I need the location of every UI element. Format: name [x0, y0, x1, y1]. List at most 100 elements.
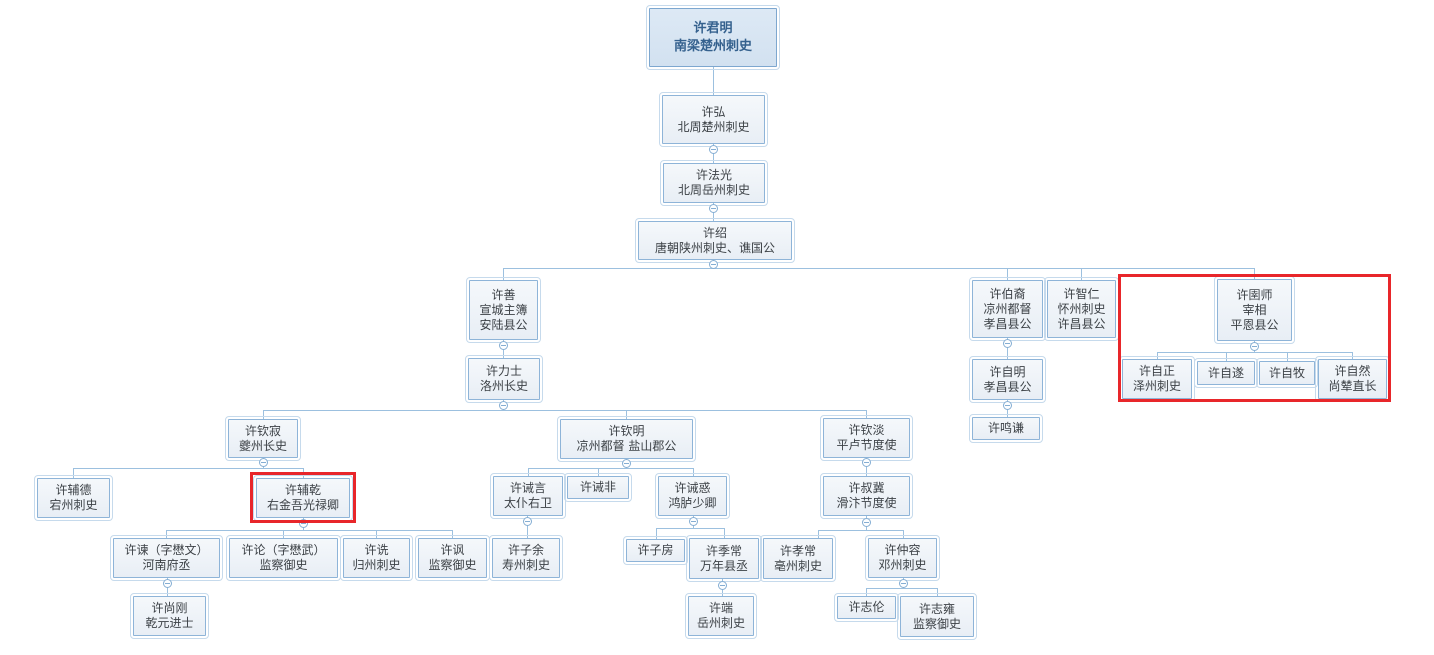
- connector-line: [1157, 352, 1352, 353]
- person-name: 许志雍: [918, 601, 955, 616]
- connector-line: [166, 530, 167, 538]
- person-title: 平恩县公: [1230, 317, 1279, 332]
- person-title: 归州刺史: [352, 558, 401, 572]
- person-name: 许尚刚: [151, 601, 188, 615]
- node-xu-qinming: 许钦明凉州都督 盐山郡公: [557, 416, 696, 462]
- node-xu-lun: 许论（字懋武）监察御史: [226, 535, 341, 581]
- node-xu-fuqian: 许辅乾右金吾光禄卿: [253, 475, 353, 521]
- node-xu-shuji: 许叔冀滑汴节度使: [820, 473, 913, 519]
- node-xu-zifang: 许子房: [623, 536, 688, 565]
- person-name: 许绍: [702, 225, 727, 240]
- connector-line: [818, 530, 819, 538]
- collapse-toggle-icon[interactable]: [1003, 401, 1012, 410]
- node-xu-shao: 许绍唐朝陕州刺史、谯国公: [635, 218, 795, 263]
- connector-line: [866, 588, 867, 596]
- person-name: 许端: [708, 601, 733, 615]
- node-xu-duan: 许端岳州刺史: [685, 593, 757, 639]
- person-title: 宣城主簿: [479, 302, 528, 317]
- connector-line: [937, 588, 938, 596]
- collapse-toggle-icon[interactable]: [709, 260, 718, 269]
- node-xu-mingqian: 许鸣谦: [969, 414, 1043, 443]
- collapse-toggle-icon[interactable]: [862, 458, 871, 467]
- node-xu-jieyan: 许诫言太仆右卫: [490, 473, 566, 519]
- person-title: 万年县丞: [699, 558, 748, 573]
- node-xu-ziran: 许自然尚辇直长: [1315, 356, 1390, 402]
- collapse-toggle-icon[interactable]: [689, 517, 698, 526]
- node-xu-jian: 许谏（字懋文）河南府丞: [110, 535, 223, 581]
- person-title: 怀州刺史: [1057, 301, 1106, 316]
- connector-line: [503, 268, 504, 280]
- collapse-toggle-icon[interactable]: [259, 458, 268, 467]
- node-xu-jiefei: 许诫非: [564, 473, 632, 502]
- person-name: 许论（字懋武）: [241, 543, 326, 557]
- person-name: 许自明: [989, 364, 1026, 379]
- connector-line: [527, 516, 528, 538]
- person-title: 邓州刺史: [878, 558, 927, 572]
- connector-line: [1254, 268, 1255, 279]
- person-title: 监察御史: [259, 558, 308, 572]
- connector-line: [528, 468, 693, 469]
- person-title: 河南府丞: [142, 558, 191, 572]
- person-title: 泽州刺史: [1132, 379, 1181, 393]
- node-xu-qinji: 许钦寂夔州长史: [225, 416, 301, 461]
- node-xu-zhongrong: 许仲容邓州刺史: [865, 535, 940, 581]
- person-name: 许自然: [1334, 364, 1371, 378]
- person-title: 尚辇直长: [1328, 379, 1377, 393]
- person-name: 许鸣谦: [987, 421, 1024, 435]
- connector-line: [598, 468, 599, 476]
- node-xu-fude: 许辅德宕州刺史: [34, 475, 113, 521]
- person-title: 北周岳州刺史: [677, 183, 750, 197]
- collapse-toggle-icon[interactable]: [1003, 339, 1012, 348]
- collapse-toggle-icon[interactable]: [862, 518, 871, 527]
- collapse-toggle-icon[interactable]: [709, 204, 718, 213]
- connector-line: [713, 67, 714, 95]
- person-name: 许辅乾: [284, 483, 321, 497]
- collapse-toggle-icon[interactable]: [899, 579, 908, 588]
- connector-line: [263, 410, 866, 411]
- person-name: 许子余: [507, 543, 544, 557]
- node-xu-lishi: 许力士洛州长史: [465, 355, 543, 403]
- person-name: 许钦淡: [848, 423, 885, 437]
- node-xu-shan: 许善宣城主簿安陆县公: [466, 277, 541, 343]
- node-xu-jichang: 许季常万年县丞: [686, 535, 762, 582]
- collapse-toggle-icon[interactable]: [299, 519, 308, 528]
- person-name: 许君明: [693, 20, 733, 36]
- node-xu-zhiren: 许智仁怀州刺史许昌县公: [1044, 277, 1119, 341]
- person-title: 滑汴节度使: [836, 496, 897, 510]
- person-name: 许子房: [637, 543, 674, 557]
- connector-line: [1287, 352, 1288, 361]
- connector-line: [1352, 352, 1353, 359]
- person-title: 孝昌县公: [983, 316, 1032, 331]
- collapse-toggle-icon[interactable]: [718, 581, 727, 590]
- collapse-toggle-icon[interactable]: [499, 341, 508, 350]
- person-title: 亳州刺史: [773, 558, 822, 573]
- node-xu-zhilun: 许志伦: [834, 593, 899, 622]
- collapse-toggle-icon[interactable]: [709, 145, 718, 154]
- connector-line: [1007, 338, 1008, 359]
- collapse-toggle-icon[interactable]: [1250, 342, 1259, 351]
- person-title: 洛州长史: [479, 379, 528, 393]
- person-title: 南梁楚州刺史: [673, 38, 752, 54]
- node-xu-qindan: 许钦淡平卢节度使: [820, 415, 913, 461]
- connector-line: [903, 530, 904, 538]
- collapse-toggle-icon[interactable]: [622, 459, 631, 468]
- node-xu-faguang: 许法光北周岳州刺史: [660, 160, 768, 206]
- collapse-toggle-icon[interactable]: [499, 401, 508, 410]
- person-title: 乾元进士: [145, 616, 194, 630]
- person-name: 许自正: [1138, 364, 1175, 378]
- person-name: 许志伦: [848, 600, 885, 614]
- connector-line: [866, 410, 867, 418]
- person-title: 寿州刺史: [501, 558, 550, 572]
- collapse-toggle-icon[interactable]: [523, 517, 532, 526]
- node-xu-xiaochang: 许孝常亳州刺史: [760, 535, 836, 582]
- person-title: 监察御史: [912, 616, 961, 631]
- person-name: 许力士: [485, 364, 522, 378]
- connector-line: [166, 530, 452, 531]
- connector-line: [528, 468, 529, 476]
- collapse-toggle-icon[interactable]: [163, 579, 172, 588]
- person-name: 许诜: [364, 543, 389, 557]
- node-xu-junming: 许君明南梁楚州刺史: [646, 5, 780, 70]
- node-xu-zimu: 许自牧: [1256, 358, 1318, 388]
- person-name: 许诫言: [509, 481, 546, 495]
